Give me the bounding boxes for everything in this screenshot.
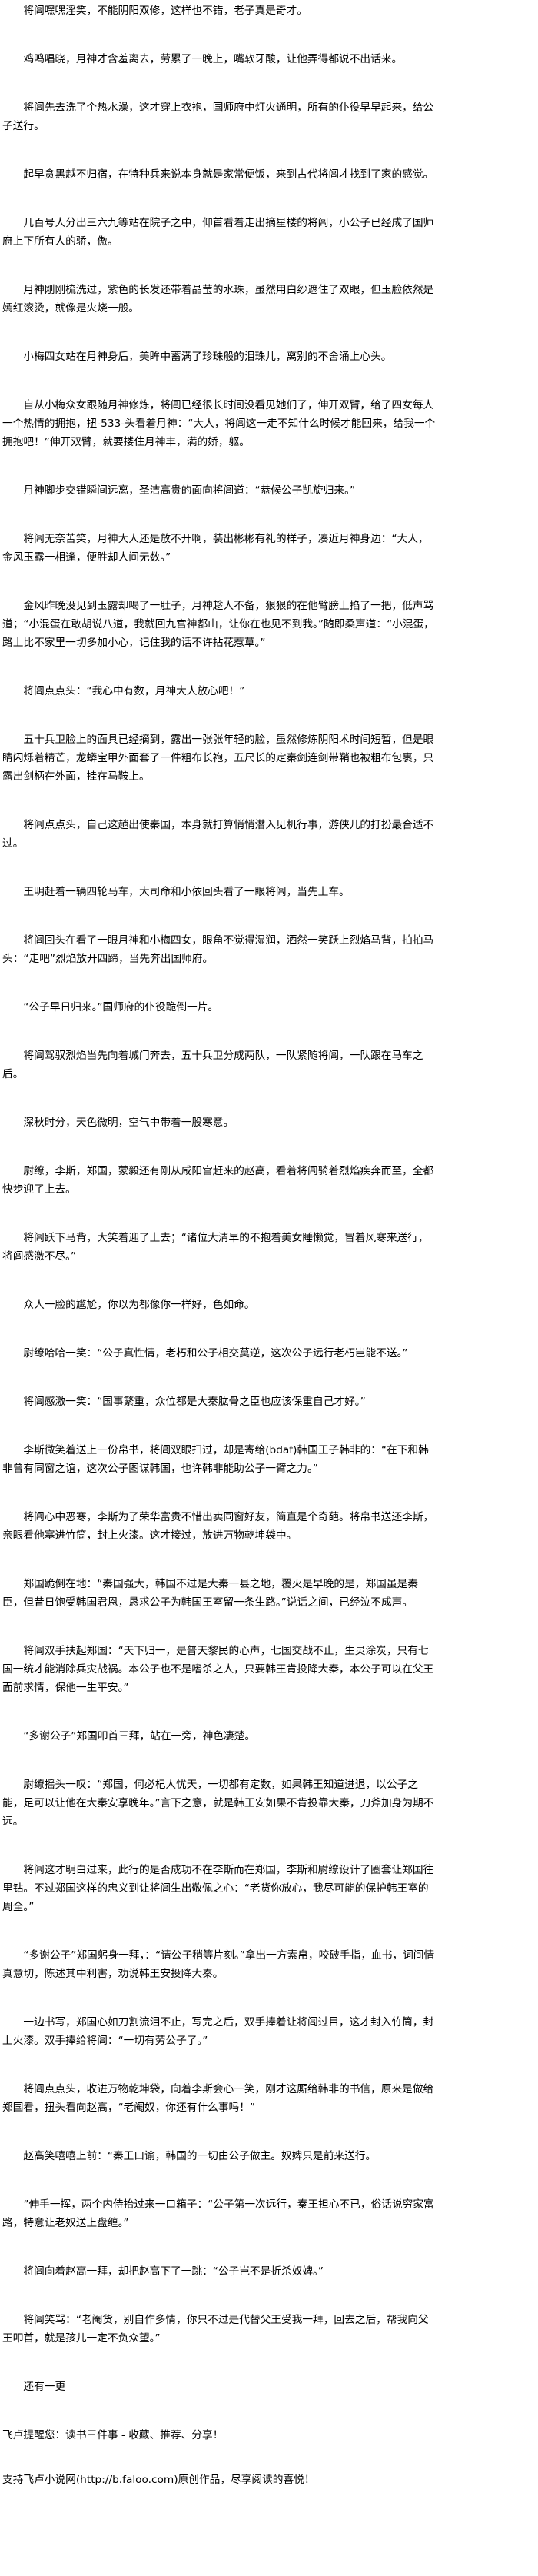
paragraph: 起早贪黑越不归宿，在特种兵来说本身就是家常便饭，来到古代将闾才找到了家的感觉。 <box>23 168 434 181</box>
paragraph: 一边书写，郑国心如刀割流泪不止，写完之后，双手捧着让将闾过目，这才封入竹筒，封上… <box>2 2016 434 2047</box>
chapter-body: 将闾嘿嘿淫笑，不能阴阳双修，这样也不错，老子真是奇才。鸡鸣唱晓，月神才含羞离去，… <box>2 5 436 2393</box>
paragraph: 月神脚步交错瞬间远离，圣洁高贵的面向将闾道：“恭候公子凯旋归来。” <box>23 484 356 497</box>
paragraph: 将闾感激一笑：“国事繁重，众位都是大秦肱骨之臣也应该保重自己才好。” <box>23 1396 366 1408</box>
paragraph: 将闾嘿嘿淫笑，不能阴阳双修，这样也不错，老子真是奇才。 <box>23 5 307 17</box>
paragraph: 还有一更 <box>23 2381 66 2393</box>
site-footer: 飞卢提醒您：读书三件事 - 收藏、推荐、分享！ 支持飞卢小说网(http://b… <box>0 2426 538 2489</box>
paragraph: 将闾向着赵高一拜，却把赵高下了一跳：“公子岂不是折杀奴婢。” <box>23 2265 324 2278</box>
paragraph: 将闾驾驭烈焰当先向着城门奔去，五十兵卫分成两队，一队紧随将闾，一队跟在马车之后。 <box>2 1050 423 1080</box>
paragraph: 将闾笑骂：“老阉货，别自作多情，你只不过是代替父王受我一拜，回去之后，帮我向父王… <box>2 2314 429 2345</box>
paragraph: 将闾心中恶寒，李斯为了荣华富贵不惜出卖同窗好友，简直是个奇葩。将帛书送还李斯，亲… <box>2 1511 434 1542</box>
paragraph: 将闾跃下马背，大笑着迎了上去；“诸位大清早的不抱着美女睡懒觉，冒着风寒来送行，将… <box>2 1232 429 1263</box>
paragraph: 几百号人分出三六九等站在院子之中，仰首看着走出摘星楼的将闾，小公子已经成了国师府… <box>2 217 434 248</box>
paragraph: 将闾双手扶起郑国：“天下归一，是普天黎民的心声，七国交战不止，生灵涂炭，只有七国… <box>2 1645 434 1694</box>
paragraph: 赵高笑嘻嘻上前：“秦王口谕，韩国的一切由公子做主。奴婢只是前来送行。 <box>23 2150 377 2162</box>
paragraph: 小梅四女站在月神身后，美眸中蓄满了珍珠般的泪珠儿，离别的不舍涌上心头。 <box>23 351 392 363</box>
paragraph: 郑国跪倒在地：“秦国强大，韩国不过是大秦一县之地，覆灭是早晚的是，郑国虽是秦臣，… <box>2 1578 418 1609</box>
site-support-notice: 支持飞卢小说网(http://b.faloo.com)原创作品，尽享阅读的喜悦！ <box>2 2474 315 2486</box>
paragraph: 自从小梅众女跟随月神修炼，将闾已经很长时间没看见她们了，伸开双臂，给了四女每人一… <box>2 399 436 448</box>
paragraph: 将闾点点头：“我心中有数，月神大人放心吧！” <box>23 685 245 697</box>
paragraph: 金风昨晚没见到玉露却喝了一肚子，月神趁人不备，狠狠的在他臂膀上掐了一把，低声骂道… <box>2 600 434 649</box>
paragraph: 尉缭哈哈一笑：“公子真性情，老朽和公子相交莫逆，这次公子远行老朽岂能不送。” <box>23 1347 408 1360</box>
paragraph: 尉缭，李斯，郑国，蒙毅还有刚从咸阳宫赶来的赵高，看着将闾骑着烈焰疾奔而至，全都快… <box>2 1165 434 1196</box>
reading-reminder: 飞卢提醒您：读书三件事 - 收藏、推荐、分享！ <box>2 2429 224 2441</box>
paragraph: 鸡鸣唱晓，月神才含羞离去，劳累了一晚上，嘴软牙酸，让他弄得都说不出话来。 <box>23 53 403 65</box>
paragraph: ”伸手一挥，两个内侍抬过来一口箱子：“公子第一次远行，秦王担心不已，俗话说穷家富… <box>2 2198 434 2229</box>
paragraph: 将闾先去洗了个热水澡，这才穿上衣袍，国师府中灯火通明，所有的仆役早早起来，给公子… <box>2 102 434 132</box>
paragraph: 将闾点点头，自己这趟出使秦国，本身就打算悄悄潜入见机行事，游侠儿的打扮最合适不过… <box>2 819 434 850</box>
paragraph: “多谢公子”郑国躬身一拜，：“请公子稍等片刻。”拿出一方素帛，咬破手指，血书，词… <box>2 1949 435 1980</box>
paragraph: 王明赶着一辆四轮马车，大司命和小依回头看了一眼将闾，当先上车。 <box>23 886 350 898</box>
paragraph: 将闾回头在看了一眼月神和小梅四女，眼角不觉得湿润，洒然一笑跃上烈焰马背，拍拍马头… <box>2 934 434 965</box>
paragraph: 众人一脸的尴尬，你以为都像你一样好，色如命。 <box>23 1299 255 1311</box>
paragraph: 将闾点点头，收进万物乾坤袋，向着李斯会心一笑，刚才这厮给韩非的书信，原来是做给郑… <box>2 2083 434 2114</box>
paragraph: 将闾这才明白过来，此行的是否成功不在李斯而在郑国，李斯和尉缭设计了圈套让郑国往里… <box>2 1864 434 1913</box>
paragraph: 五十兵卫脸上的面具已经摘到，露出一张张年轻的脸，虽然修炼阴阳术时间短暂，但是眼睛… <box>2 734 434 783</box>
paragraph: 月神刚刚梳洗过，紫色的长发还带着晶莹的水珠，虽然用白纱遮住了双眼，但玉脸依然是嫣… <box>2 284 434 315</box>
paragraph: 李斯微笑着送上一份帛书，将闾双眼扫过，却是寄给(bdaf)韩国王子韩非的：“在下… <box>2 1444 429 1475</box>
paragraph: 尉缭摇头一叹：“郑国，何必杞人忧天，一切都有定数，如果韩王知道进退，以公子之能，… <box>2 1779 434 1828</box>
paragraph: 将闾无奈苦笑，月神大人还是放不开啊，装出彬彬有礼的样子，凑近月神身边：“大人，金… <box>2 533 429 564</box>
paragraph: “公子早日归来。”国师府的仆役跪倒一片。 <box>23 1001 219 1013</box>
paragraph: 深秋时分，天色微明，空气中带着一股寒意。 <box>23 1117 234 1129</box>
paragraph: “多谢公子”郑国叩首三拜，站在一旁，神色凄楚。 <box>23 1730 256 1742</box>
